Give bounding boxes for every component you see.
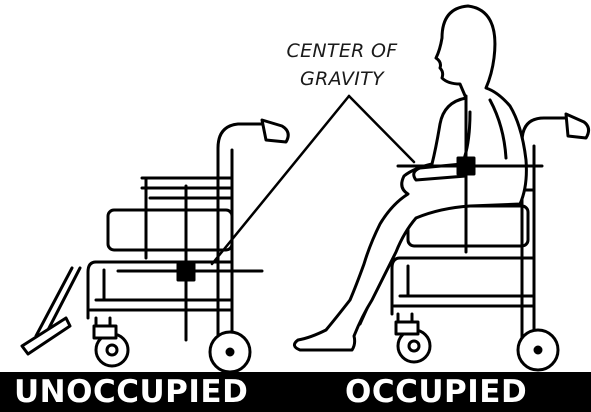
right-chair-frame-rail-lower — [392, 294, 536, 308]
seated-person-chest — [488, 98, 508, 160]
seated-person-arm — [412, 110, 472, 182]
center-of-gravity-label-line2: GRAVITY — [300, 68, 384, 90]
left-chair-seat-box — [106, 208, 234, 252]
occupied-caption: OCCUPIED — [345, 374, 528, 410]
unoccupied-wheelchair — [20, 118, 290, 374]
unoccupied-caption: UNOCCUPIED — [14, 374, 249, 410]
left-chair-caster-housing — [92, 324, 118, 340]
right-chair-caster-hub — [407, 339, 421, 353]
right-chair-rear-hub — [533, 345, 543, 355]
left-chair-handle — [216, 122, 268, 362]
center-of-gravity-label-line1: CENTER OF — [286, 40, 398, 62]
right-chair-caster-housing — [394, 320, 420, 336]
cog-leader-line-left — [210, 94, 351, 266]
right-chair-handle-grip — [564, 112, 591, 140]
left-chair-frame-rail-lower — [88, 298, 234, 312]
left-chair-caster-hub — [105, 343, 119, 357]
occupied-wheelchair — [293, 4, 591, 372]
left-chair-handle-grip — [260, 118, 290, 144]
seated-person-outline — [293, 4, 528, 352]
left-cog-marker — [176, 262, 196, 282]
cog-leader-line-right — [347, 94, 416, 164]
left-chair-legrest — [34, 266, 82, 338]
left-chair-footplate — [20, 316, 72, 356]
caption-bar — [0, 372, 591, 412]
right-cog-marker — [456, 156, 476, 176]
right-chair-side-frame — [390, 256, 410, 316]
left-chair-rear-hub — [225, 347, 235, 357]
left-chair-side-frame — [86, 260, 106, 320]
